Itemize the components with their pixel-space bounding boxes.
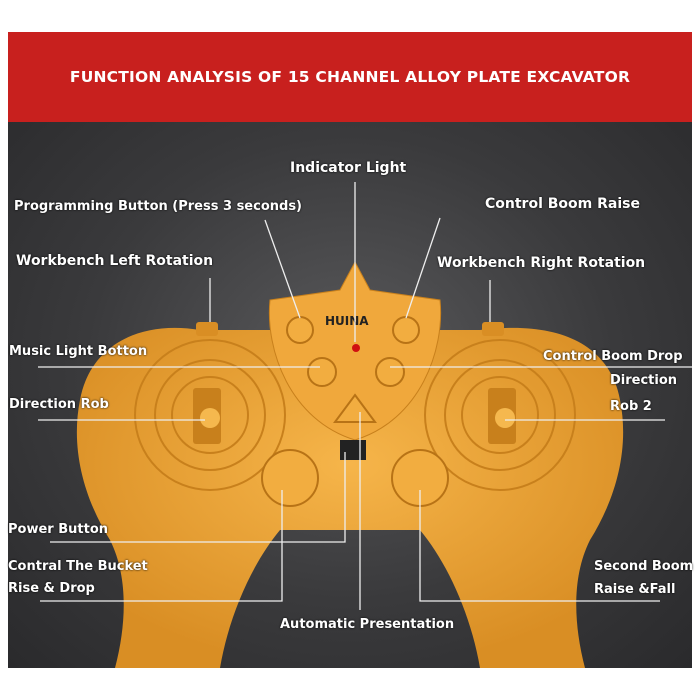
bucket-dial — [261, 449, 319, 507]
brand-logo: HUINA — [325, 314, 369, 328]
label-direction-rob: Direction Rob — [9, 397, 109, 412]
label-bucket-line2: Rise & Drop — [8, 581, 95, 596]
label-control-boom-drop: Control Boom Drop — [543, 349, 683, 364]
label-music-light-button: Music Light Botton — [9, 344, 148, 359]
programming-button — [286, 316, 314, 344]
label-second-boom-line1: Second Boom — [594, 559, 694, 574]
joystick-rings — [134, 339, 576, 491]
label-second-boom-line2: Raise &Fall — [594, 582, 676, 597]
label-control-boom-drop-direction: Direction — [610, 373, 678, 388]
label-automatic-presentation: Automatic Presentation — [280, 617, 455, 632]
label-power-button: Power Button — [8, 522, 109, 537]
title-banner: FUNCTION ANALYSIS OF 15 CHANNEL ALLOY PL… — [8, 32, 692, 122]
label-rob-2: Rob 2 — [610, 399, 652, 414]
left-shoulder-button — [196, 322, 218, 336]
indicator-light — [352, 344, 360, 352]
label-workbench-right-rotation: Workbench Right Rotation — [437, 255, 646, 271]
right-shoulder-button — [482, 322, 504, 336]
boom-drop-button — [375, 357, 405, 387]
right-joystick — [495, 408, 515, 428]
automatic-button — [333, 393, 377, 423]
music-light-button — [307, 357, 337, 387]
label-programming-button: Programming Button (Press 3 seconds) — [14, 199, 302, 214]
label-bucket-line1: Contral The Bucket — [8, 559, 148, 574]
power-switch — [340, 440, 366, 460]
label-workbench-left-rotation: Workbench Left Rotation — [16, 253, 214, 269]
label-control-boom-raise: Control Boom Raise — [485, 196, 640, 212]
label-indicator-light: Indicator Light — [290, 160, 407, 176]
leader-lines — [38, 182, 692, 610]
boom-raise-button — [392, 316, 420, 344]
title: FUNCTION ANALYSIS OF 15 CHANNEL ALLOY PL… — [69, 68, 631, 86]
left-joystick — [200, 408, 220, 428]
